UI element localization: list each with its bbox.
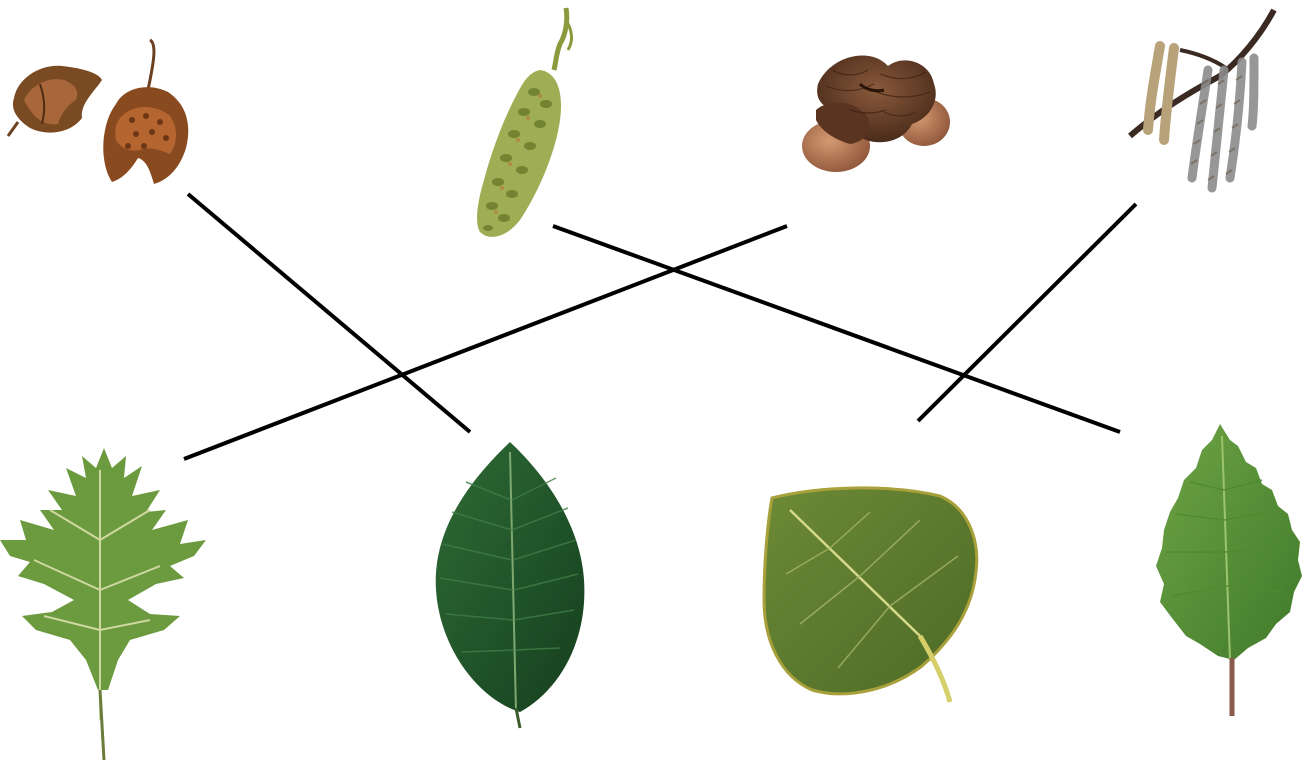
match-line-birch	[553, 226, 1120, 432]
birch-leaf-icon[interactable]	[1156, 424, 1302, 716]
match-line-aspen	[918, 204, 1136, 421]
aspen-leaf-icon[interactable]	[764, 488, 977, 702]
aspen-catkins-icon[interactable]	[1130, 10, 1274, 188]
oak-leaf-icon[interactable]	[0, 448, 206, 760]
acorn-cluster-icon[interactable]	[802, 56, 950, 172]
beechnut-husk-icon[interactable]	[8, 40, 188, 184]
birch-catkin-icon[interactable]	[477, 8, 572, 237]
match-line-oak	[184, 226, 787, 459]
match-line-beech	[188, 194, 470, 432]
beech-leaf-icon[interactable]	[436, 442, 585, 728]
